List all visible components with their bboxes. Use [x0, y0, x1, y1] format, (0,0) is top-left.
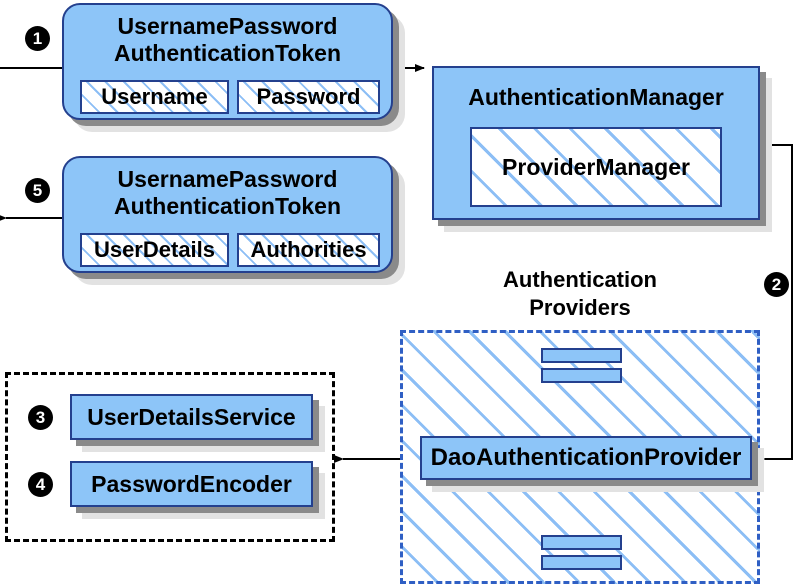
response-token-slot-authorities-label: Authorities	[250, 237, 367, 262]
dao-authentication-provider-label: DaoAuthenticationProvider	[430, 444, 742, 471]
request-token-title: UsernamePassword AuthenticationToken	[64, 13, 391, 67]
badge-step-1: 1	[25, 26, 50, 51]
request-token[interactable]: UsernamePassword AuthenticationToken Use…	[62, 3, 393, 120]
authentication-manager[interactable]: AuthenticationManager ProviderManager	[432, 66, 760, 220]
user-details-service-label: UserDetailsService	[87, 403, 296, 430]
badge-step-2-label: 2	[771, 275, 782, 294]
response-token[interactable]: UsernamePassword AuthenticationToken Use…	[62, 156, 393, 273]
response-token-title: UsernamePassword AuthenticationToken	[64, 166, 391, 220]
authentication-manager-label: AuthenticationManager	[468, 84, 724, 110]
response-token-title-line2: AuthenticationToken	[113, 192, 341, 219]
response-token-slot-userdetails: UserDetails	[80, 233, 229, 267]
provider-bar-top-1[interactable]	[541, 348, 622, 363]
badge-step-4-label: 4	[35, 475, 46, 494]
request-token-title-line2: AuthenticationToken	[113, 39, 341, 66]
request-token-slot-username: Username	[80, 80, 229, 114]
response-token-slot-userdetails-label: UserDetails	[93, 237, 216, 262]
badge-step-3: 3	[28, 405, 53, 430]
authentication-manager-label-wrap: AuthenticationManager	[434, 84, 758, 111]
provider-manager[interactable]: ProviderManager	[470, 127, 722, 207]
request-token-slot-password-label: Password	[256, 84, 361, 109]
badge-step-2: 2	[764, 272, 789, 297]
dao-authentication-provider[interactable]: DaoAuthenticationProvider	[420, 436, 752, 480]
badge-step-3-label: 3	[35, 408, 46, 427]
provider-bar-bottom-1[interactable]	[541, 535, 622, 550]
badge-step-1-label: 1	[32, 29, 43, 48]
password-encoder[interactable]: PasswordEncoder	[70, 461, 313, 507]
badge-step-5-label: 5	[32, 181, 43, 200]
request-token-slot-password: Password	[237, 80, 380, 114]
provider-bar-bottom-2[interactable]	[541, 555, 622, 570]
password-encoder-label: PasswordEncoder	[91, 470, 292, 497]
user-details-service[interactable]: UserDetailsService	[70, 394, 313, 440]
response-token-title-line1: UsernamePassword	[117, 166, 338, 192]
request-token-title-line1: UsernamePassword	[117, 13, 338, 39]
authentication-providers-title-line1: Authentication	[503, 267, 657, 292]
response-token-slot-authorities: Authorities	[237, 233, 380, 267]
authentication-providers-title: Authentication Providers	[455, 266, 705, 321]
provider-manager-label: ProviderManager	[502, 153, 690, 180]
collaborators-region	[5, 372, 335, 542]
badge-step-5: 5	[25, 178, 50, 203]
request-token-slot-username-label: Username	[101, 84, 208, 109]
authentication-providers-title-line2: Providers	[529, 294, 631, 320]
badge-step-4: 4	[28, 472, 53, 497]
provider-bar-top-2[interactable]	[541, 368, 622, 383]
